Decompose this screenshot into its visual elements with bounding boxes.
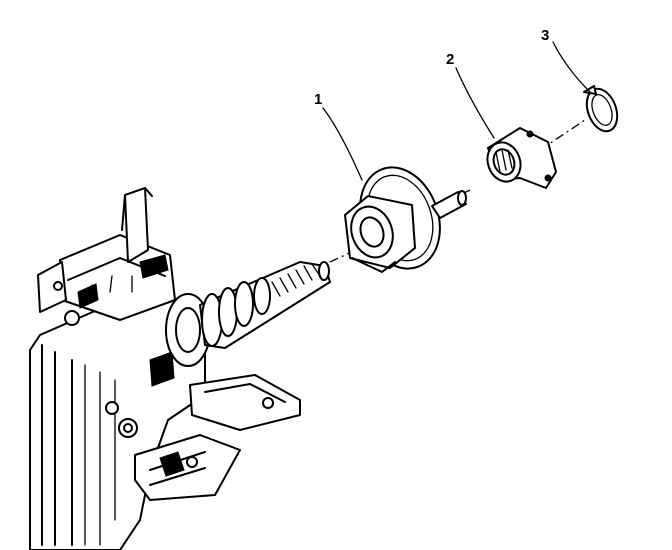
callout-2-label: 2 xyxy=(446,51,454,68)
callout-1-leader xyxy=(322,107,363,181)
steering-shaft xyxy=(199,261,331,349)
lower-mounting-bracket xyxy=(134,374,301,501)
part-3-snap-ring xyxy=(583,85,619,133)
part-1-lock-plate xyxy=(344,166,467,273)
part-2-retainer xyxy=(486,127,557,189)
callout-3-leader xyxy=(552,41,591,93)
callout-2-leader xyxy=(455,67,495,139)
callout-1-label: 1 xyxy=(314,91,322,108)
steering-column-housing xyxy=(29,187,211,550)
callout-3-label: 3 xyxy=(541,27,549,44)
